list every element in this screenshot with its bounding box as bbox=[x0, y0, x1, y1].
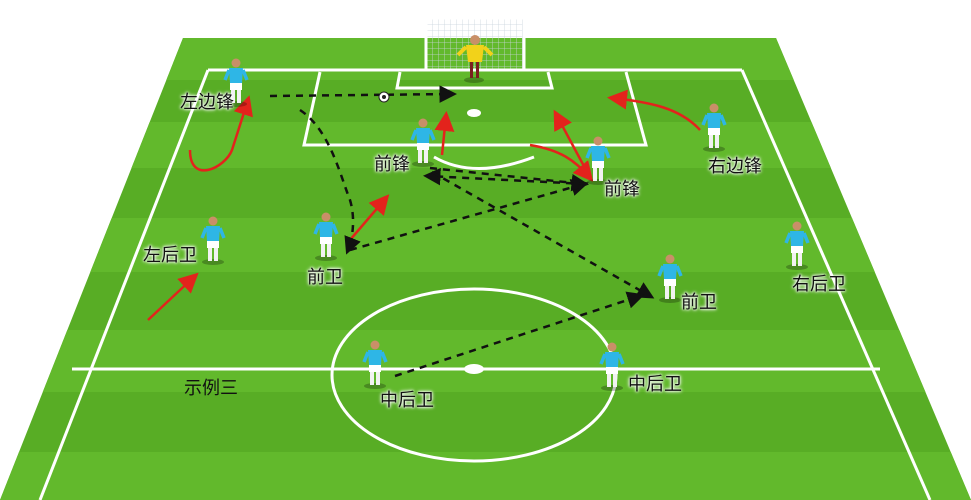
player-figure-right-back bbox=[784, 221, 810, 270]
player-figure-striker-left bbox=[410, 118, 436, 167]
player-label-striker-left: 前锋 bbox=[374, 154, 410, 175]
player-label-center-back-right: 中后卫 bbox=[628, 374, 682, 395]
player-figure-striker-right bbox=[585, 136, 611, 185]
player-figure-midfielder-right bbox=[657, 254, 683, 303]
center-spot bbox=[464, 364, 484, 374]
player-label-left-back: 左后卫 bbox=[143, 245, 197, 266]
run-arrows bbox=[147, 89, 701, 321]
player-figure-center-back-right bbox=[599, 342, 625, 391]
pass-arrows bbox=[269, 85, 655, 378]
player-label-midfielder-left: 前卫 bbox=[307, 267, 343, 288]
player-figure-left-back bbox=[200, 216, 226, 265]
player-label-striker-right: 前锋 bbox=[604, 179, 640, 200]
diagram-caption: 示例三 bbox=[184, 378, 238, 399]
player-figures bbox=[200, 58, 810, 391]
ball bbox=[378, 91, 390, 103]
player-label-right-winger: 右边锋 bbox=[708, 156, 762, 177]
player-label-left-winger: 左边锋 bbox=[180, 92, 234, 113]
player-figure-midfielder-left bbox=[313, 212, 339, 261]
goalkeeper bbox=[456, 35, 494, 83]
player-label-right-back: 右后卫 bbox=[792, 274, 846, 295]
player-figure-center-back-left bbox=[362, 340, 388, 389]
player-label-center-back-left: 中后卫 bbox=[380, 390, 434, 411]
pitch bbox=[0, 38, 971, 500]
player-figure-left-winger bbox=[223, 58, 249, 107]
player-figure-right-winger bbox=[701, 103, 727, 152]
player-label-midfielder-right: 前卫 bbox=[681, 292, 717, 313]
penalty-spot bbox=[467, 109, 481, 117]
